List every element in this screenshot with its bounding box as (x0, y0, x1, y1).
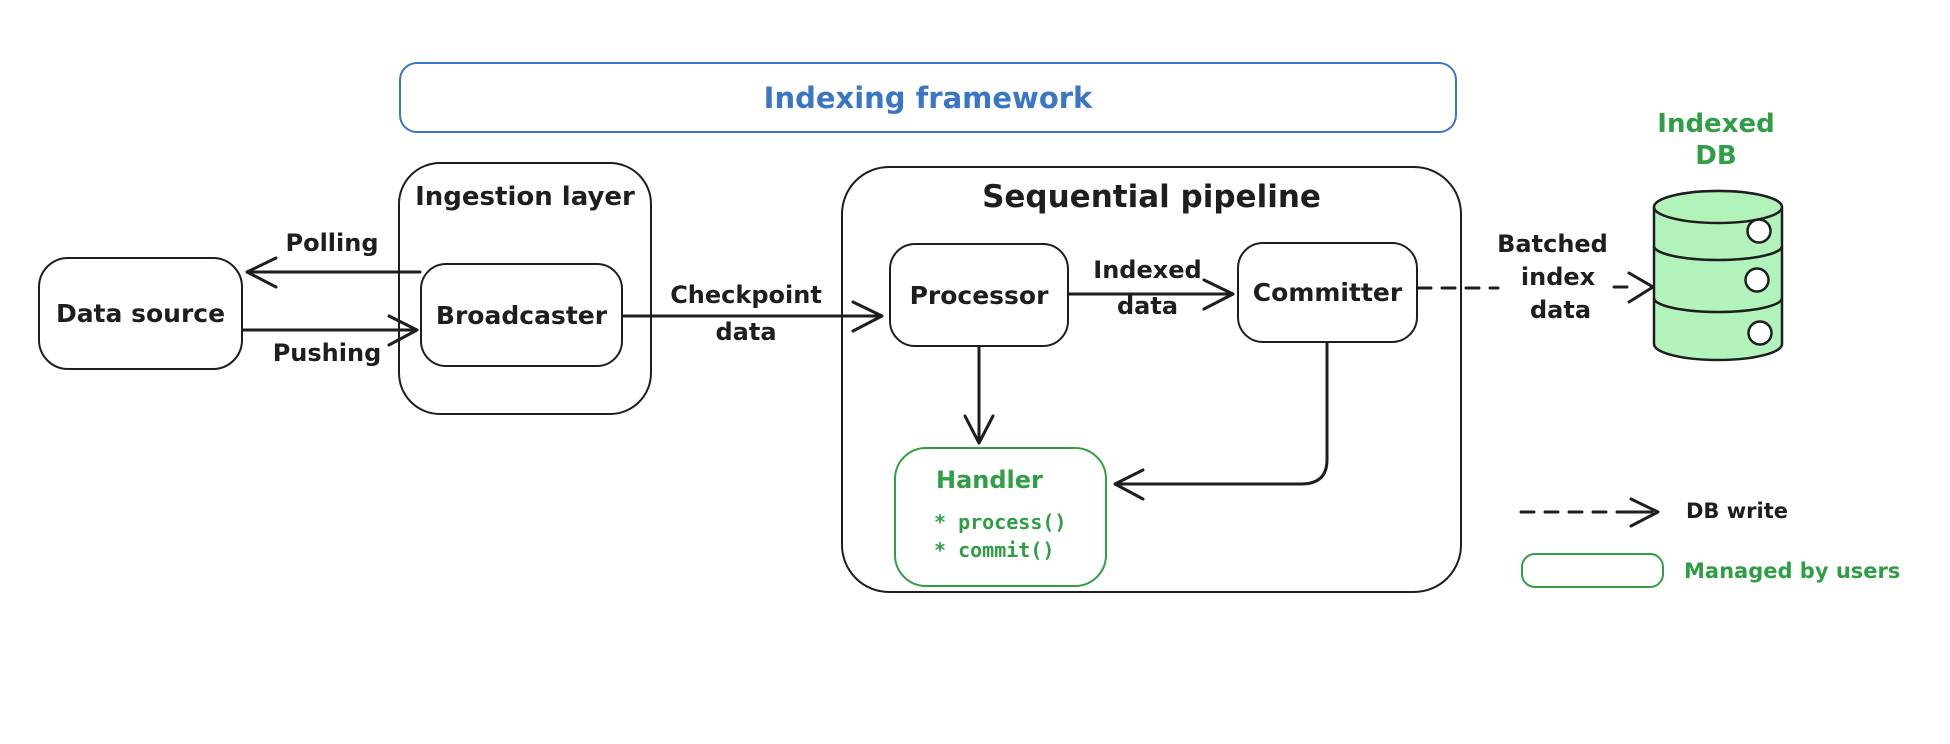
indexed-db-label: Indexed DB (1641, 108, 1791, 172)
indexing-framework-label: Indexing framework (763, 80, 1093, 115)
database-icon (1652, 189, 1784, 362)
sequential-pipeline-label: Sequential pipeline (982, 179, 1321, 215)
data-source-node: Data source (38, 257, 243, 370)
handler-method-commit: * commit() (934, 538, 1055, 562)
legend-managed-label: Managed by users (1684, 559, 1901, 583)
checkpoint-data-label-line1: Checkpoint (670, 281, 822, 309)
indexing-framework-frame (399, 62, 1457, 133)
legend-db-write-arrow (1519, 497, 1660, 528)
committer-label: Committer (1252, 278, 1403, 307)
handler-methods: * process() * commit() (934, 508, 1066, 564)
handler-title: Handler (936, 466, 1043, 494)
broadcaster-node: Broadcaster (420, 263, 623, 367)
processor-label: Processor (909, 280, 1049, 310)
committer-node: Committer (1237, 242, 1418, 343)
ingestion-layer-label: Ingestion layer (415, 182, 635, 212)
sequential-pipeline-box (841, 166, 1462, 593)
batched-index-data-label-line2: index (1520, 263, 1596, 291)
broadcaster-label: Broadcaster (435, 300, 608, 330)
indexed-data-label-line1: Indexed (1093, 256, 1202, 284)
checkpoint-data-label-line2: data (715, 318, 777, 346)
polling-arrow (245, 256, 422, 289)
indexed-db-label-line1: Indexed (1657, 109, 1775, 139)
legend-managed-swatch (1521, 553, 1664, 588)
polling-label: Polling (285, 229, 379, 257)
legend-db-write-label: DB write (1686, 499, 1788, 523)
batched-index-data-label-line1: Batched (1497, 230, 1608, 258)
data-source-label: Data source (55, 299, 226, 328)
ingestion-layer-box (398, 162, 652, 415)
indexed-data-label-line2: data (1116, 292, 1179, 320)
batched-index-data-label-line3: data (1529, 296, 1592, 324)
processor-node: Processor (889, 243, 1069, 347)
indexed-db-label-line2: DB (1695, 141, 1737, 171)
pushing-label: Pushing (272, 339, 382, 367)
handler-node (894, 447, 1107, 587)
handler-method-process: * process() (934, 510, 1067, 534)
